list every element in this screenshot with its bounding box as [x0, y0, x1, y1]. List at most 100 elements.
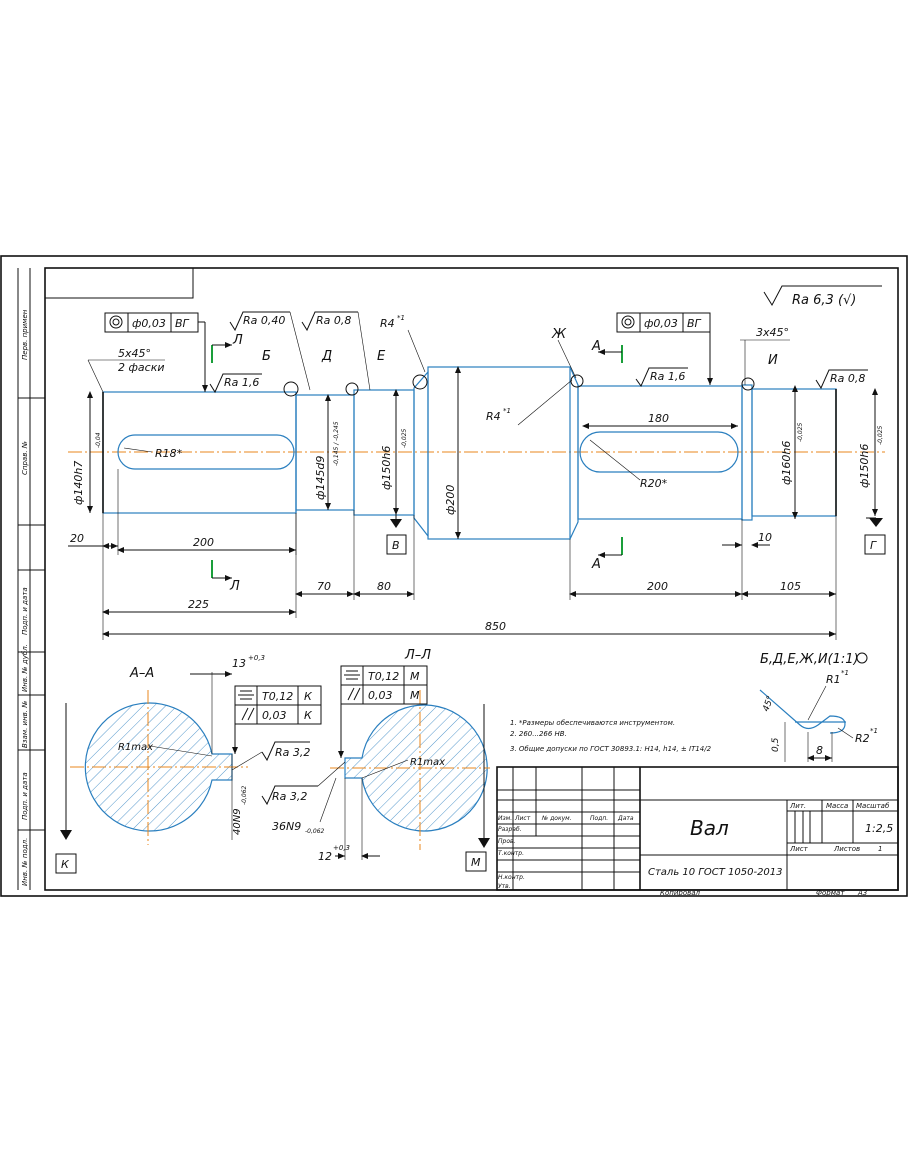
- chamfer-2: 3x45°: [756, 326, 789, 339]
- aa-dim13-tol: +0,3: [248, 654, 265, 662]
- r4-b: R4: [486, 410, 501, 423]
- keyway-left: [117, 434, 295, 470]
- dim-d160: ф160h6: [780, 441, 793, 485]
- tb-part-name: Вал: [690, 816, 729, 840]
- runout-right-value: ф0,03: [644, 317, 678, 330]
- side-label-2: Подп. и дата: [21, 587, 29, 635]
- aa-par-value: 0,03: [262, 709, 287, 722]
- roughness-r3: Ra 1,6: [224, 376, 259, 389]
- aa-par-datum: К: [304, 709, 313, 722]
- tb-row-4: Дата: [617, 815, 634, 822]
- dim-d145: ф145d9: [314, 456, 327, 500]
- roughness-r4: Ra 1,6: [650, 370, 685, 383]
- detail-title: Б,Д,Е,Ж,И(1:1): [760, 652, 859, 667]
- section-ll: Л–Л R1max Т0,12 М 0,03 М Ra 3,2 36N9 -0,…: [261, 648, 490, 872]
- r18: R18*: [155, 447, 183, 460]
- tb-row-2: № докум.: [541, 815, 572, 822]
- datum-v: В: [392, 539, 400, 552]
- letter-zh: Ж: [551, 327, 567, 342]
- side-label-1: Справ. №: [21, 441, 29, 475]
- outer-border: [0, 255, 908, 897]
- runout-left-value: ф0,03: [132, 317, 166, 330]
- keyway-right: [579, 431, 739, 473]
- tb-format-value: A3: [857, 889, 867, 897]
- dim-d140: ф140h7: [72, 461, 85, 505]
- dim-d150b: ф150h6: [858, 444, 871, 488]
- dim-l105: 105: [780, 580, 801, 593]
- roughness-marks: Ra 0,40 Ra 0,8 Ra 1,6 Ra 1,6 Ra 0,8: [209, 311, 868, 394]
- tb-row-3: Подп.: [590, 815, 608, 822]
- detail-angle: 45°: [761, 695, 776, 713]
- dim-d150b-tol: -0,025: [877, 425, 884, 445]
- letter-l-top: Л: [232, 333, 243, 348]
- dimensions-main: 5x45° 2 фаски 3x45° R4 *1 R4 *1 R18* R20…: [68, 314, 884, 640]
- chamfer-1: 5x45°: [118, 347, 151, 360]
- datum-k: К: [61, 858, 70, 871]
- tb-role-5: Утв.: [498, 883, 511, 890]
- detail-r1: R1: [826, 673, 841, 686]
- r4-a-sup: *1: [397, 314, 405, 322]
- r20: R20*: [640, 477, 668, 490]
- tb-row-1: Лист: [514, 815, 531, 822]
- ll-sym-value: Т0,12: [368, 670, 399, 683]
- datum-g: Г: [870, 539, 877, 552]
- ll-par-value: 0,03: [368, 689, 393, 702]
- dim-l200a: 200: [193, 536, 214, 549]
- aa-sym-value: Т0,12: [262, 690, 293, 703]
- dim-l10: 10: [758, 531, 772, 544]
- r4-a: R4: [380, 317, 395, 330]
- side-label-3: Инв. № дубл.: [21, 644, 29, 692]
- tb-role-2: Т.контр.: [498, 850, 524, 857]
- side-label-strip: Перв. примен Справ. № Подп. и дата Инв. …: [17, 268, 45, 890]
- ll-w36-tol: -0,062: [305, 828, 325, 835]
- ll-w36: 36N9: [272, 820, 301, 833]
- dim-d145-tol: -0,145 / -0,245: [333, 421, 340, 466]
- datum-markers: В Г: [386, 515, 886, 555]
- dim-d150-tol: -0,025: [401, 428, 408, 448]
- side-label-4: Взам. инв. №: [21, 700, 29, 748]
- dim-l850: 850: [485, 620, 506, 633]
- side-label-5: Подп. и дата: [21, 772, 29, 820]
- ll-dim12: 12: [318, 850, 332, 863]
- note-2: 2. 260...266 HB.: [510, 730, 567, 738]
- roughness-r2: Ra 0,8: [316, 314, 351, 327]
- tb-sheet: Лист: [789, 845, 809, 853]
- tb-copied: Копировал: [660, 889, 701, 897]
- dim-l200b: 200: [647, 580, 668, 593]
- section-aa: А–А R1max Т0,12 К 0,03 К 13 +0,3 Ra 3,2 …: [55, 654, 322, 874]
- letter-a-bottom: А: [591, 557, 601, 572]
- general-roughness-label: Ra 6,3 (√): [792, 293, 856, 308]
- dim-l70: 70: [317, 580, 331, 593]
- tb-material: Сталь 10 ГОСТ 1050-2013: [648, 867, 783, 878]
- section-aa-title: А–А: [129, 666, 154, 681]
- ll-par-datum: М: [410, 689, 420, 702]
- section-ll-title: Л–Л: [404, 648, 431, 663]
- aa-w40-tol: -0,062: [241, 785, 248, 805]
- letter-e: Е: [377, 349, 386, 364]
- note-1: 1. *Размеры обеспечиваются инструментом.: [510, 719, 675, 727]
- letter-i: И: [768, 353, 778, 368]
- title-block: Лит. Масса Масштаб 1:2,5 Лист Листов 1 В…: [496, 766, 899, 891]
- tb-sheets: Листов: [833, 845, 860, 853]
- section-aa-r1max: R1max: [118, 742, 153, 753]
- letter-l-bottom: Л: [229, 579, 240, 594]
- detail-view: Б,Д,Е,Ж,И(1:1) R1 *1 R2 *1 45° 0,5 8: [759, 652, 878, 762]
- tb-header-scale: Масштаб: [856, 802, 890, 810]
- tb-sheets-count: 1: [878, 845, 882, 853]
- tb-header-mass: Масса: [826, 802, 848, 810]
- detail-width: 8: [816, 744, 823, 757]
- dim-l225: 225: [188, 598, 209, 611]
- view-letters: Л Б Д Е Ж А И Л А: [211, 327, 778, 594]
- tb-scale: 1:2,5: [865, 822, 893, 835]
- dim-d140-tol: -0,04: [95, 432, 102, 448]
- ll-ra32: Ra 3,2: [272, 790, 307, 803]
- letter-d: Д: [321, 349, 332, 364]
- dim-l180: 180: [648, 412, 669, 425]
- tb-role-0: Разраб.: [498, 826, 522, 833]
- runout-frame-left: ф0,03 ВГ: [104, 312, 208, 392]
- ll-dim12-tol: +0,3: [333, 844, 350, 852]
- tb-format: Формат: [816, 889, 845, 897]
- runout-left-datum: ВГ: [175, 317, 190, 330]
- roughness-r5: Ra 0,8: [830, 372, 865, 385]
